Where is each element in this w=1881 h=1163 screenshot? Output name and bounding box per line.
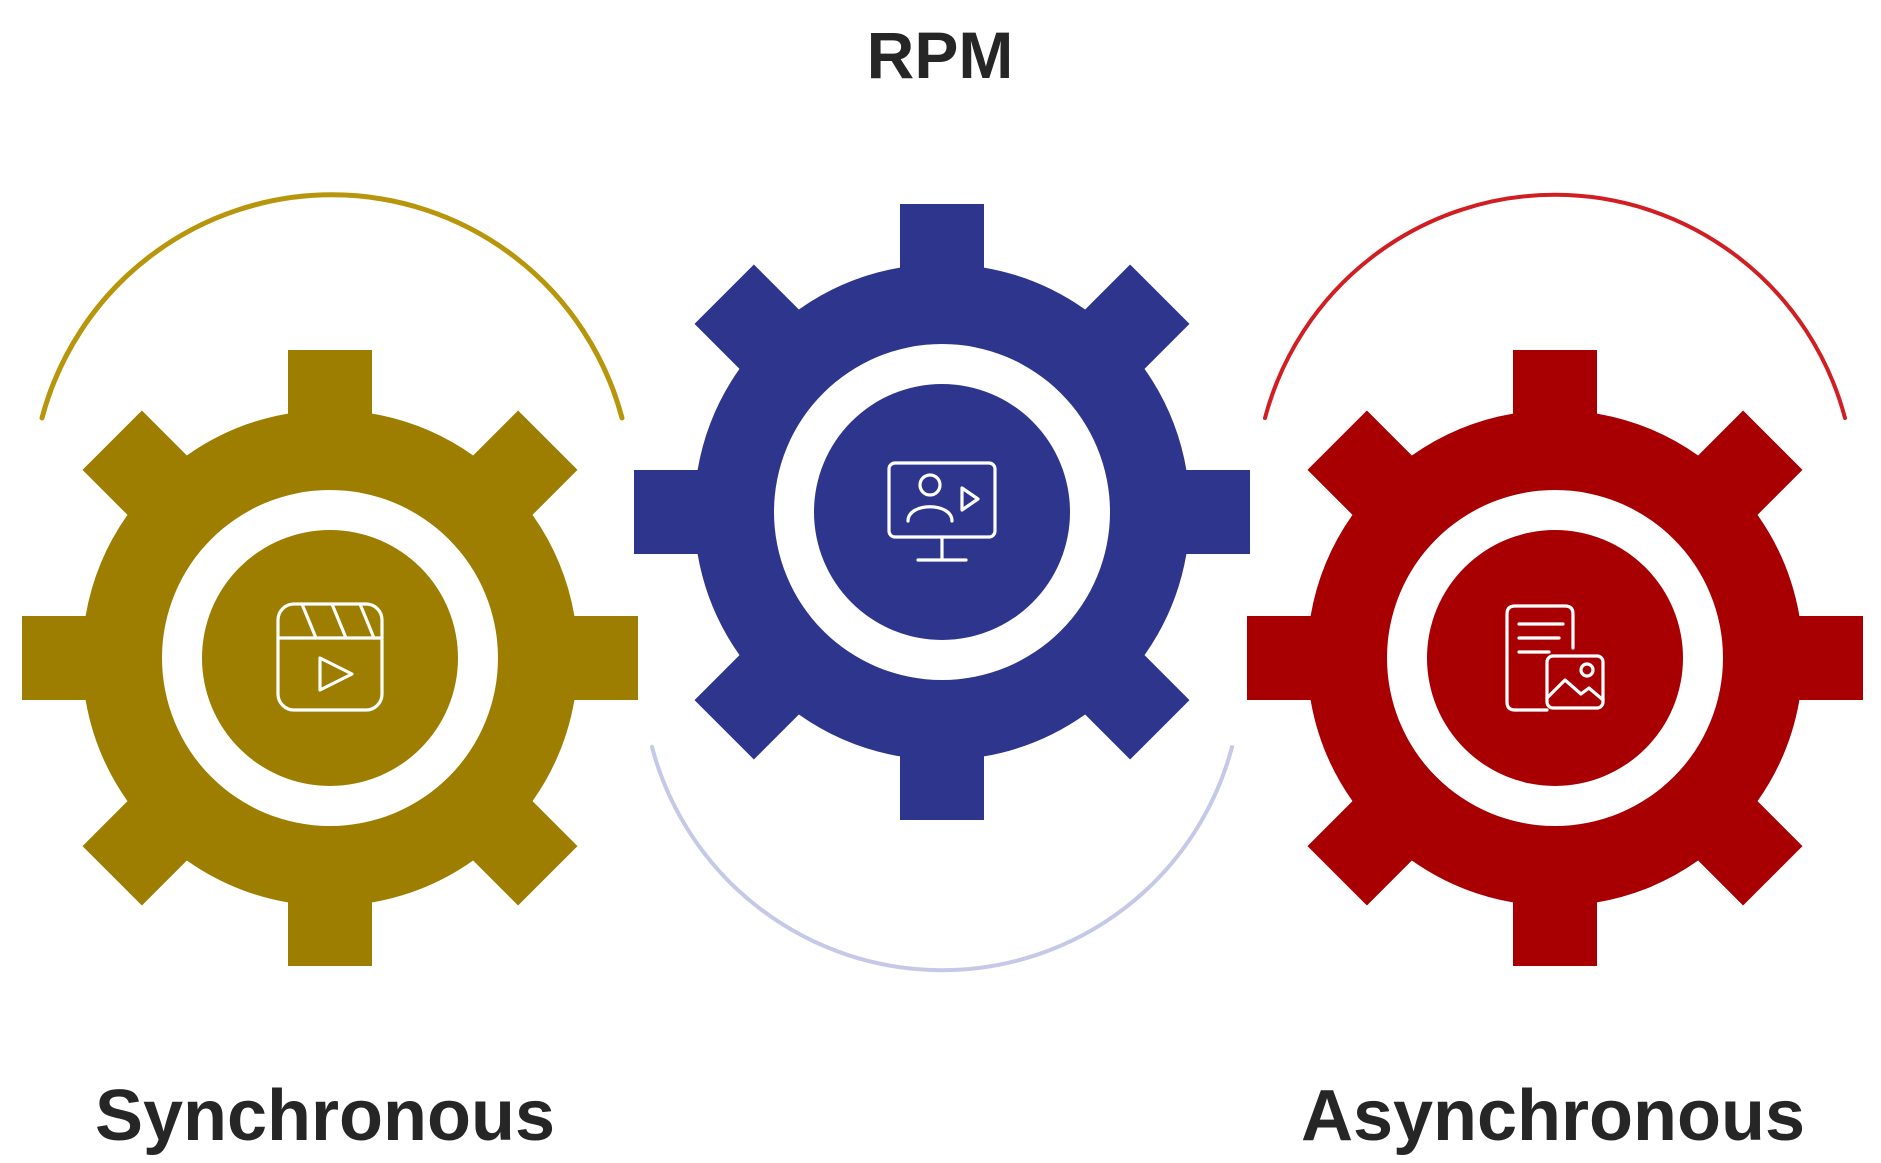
diagram-title: RPM xyxy=(867,18,1014,92)
rpm-gear-hub xyxy=(814,384,1070,640)
rpm-gear-body xyxy=(634,204,1250,820)
synchronous-gear xyxy=(22,350,638,966)
rpm-arc xyxy=(650,745,1234,973)
document-image-icon xyxy=(1505,604,1605,712)
asynchronous-gear xyxy=(1247,350,1863,966)
synchronous-gear-body xyxy=(22,350,638,966)
asynchronous-gear-body xyxy=(1247,350,1863,966)
synchronous-gear-hub xyxy=(202,530,458,786)
asynchronous-gear-hub xyxy=(1427,530,1683,786)
asynchronous-label: Asynchronous xyxy=(1301,1076,1805,1156)
synchronous-arc xyxy=(39,192,625,421)
video-clapper-play-icon xyxy=(276,602,384,712)
rpm-gear xyxy=(634,204,1250,820)
monitor-presenter-play-icon xyxy=(887,461,997,562)
asynchronous-arc xyxy=(1263,192,1847,420)
synchronous-label: Synchronous xyxy=(95,1076,555,1156)
